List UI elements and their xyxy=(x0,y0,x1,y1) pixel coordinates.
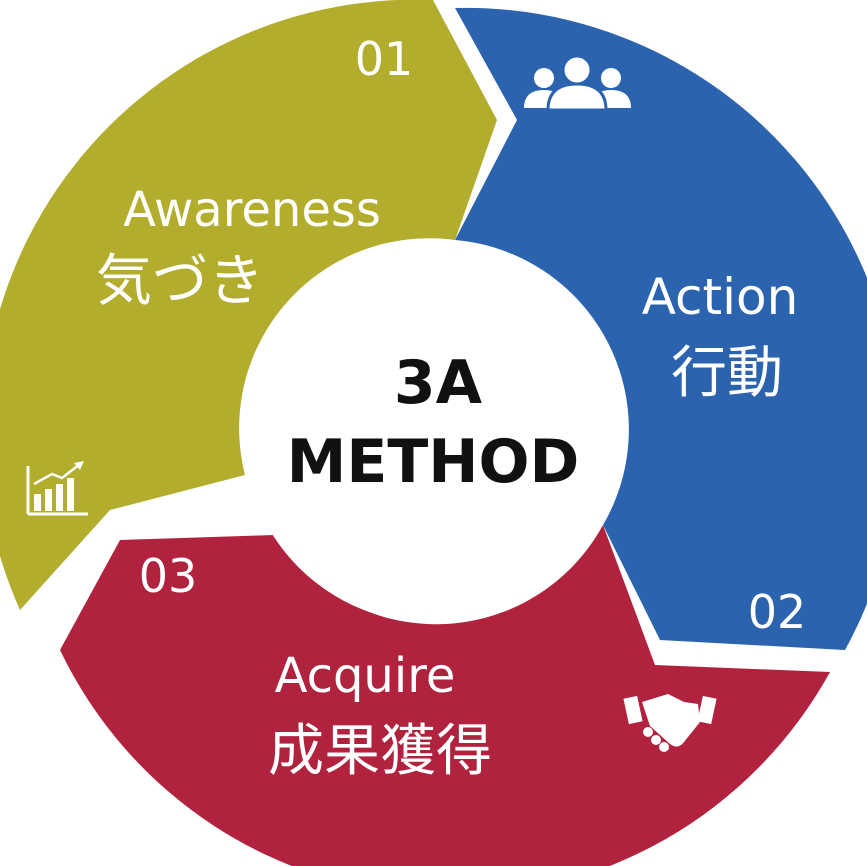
segment-awareness-title-ja: 気づき xyxy=(96,249,264,314)
segment-acquire-number: 03 xyxy=(139,549,198,603)
segment-awareness-title-en: Awareness xyxy=(123,182,381,238)
center-title-line2: METHOD xyxy=(287,427,580,497)
handshake-icon xyxy=(623,694,717,752)
segment-awareness-number: 01 xyxy=(355,32,414,86)
segment-acquire-title-en: Acquire xyxy=(275,648,456,704)
segment-action-number: 02 xyxy=(748,585,807,639)
segment-acquire-title-ja: 成果獲得 xyxy=(268,719,492,784)
bar-chart-icon xyxy=(26,461,88,516)
center-circle xyxy=(243,243,623,623)
center-title-line1: 3A xyxy=(394,348,483,418)
segment-action-title-ja: 行動 xyxy=(671,341,783,406)
segment-action xyxy=(455,7,867,650)
people-group-icon xyxy=(524,54,631,112)
segment-action-title-en: Action xyxy=(642,268,799,326)
segment-acquire xyxy=(60,525,830,866)
segment-awareness xyxy=(0,0,497,610)
